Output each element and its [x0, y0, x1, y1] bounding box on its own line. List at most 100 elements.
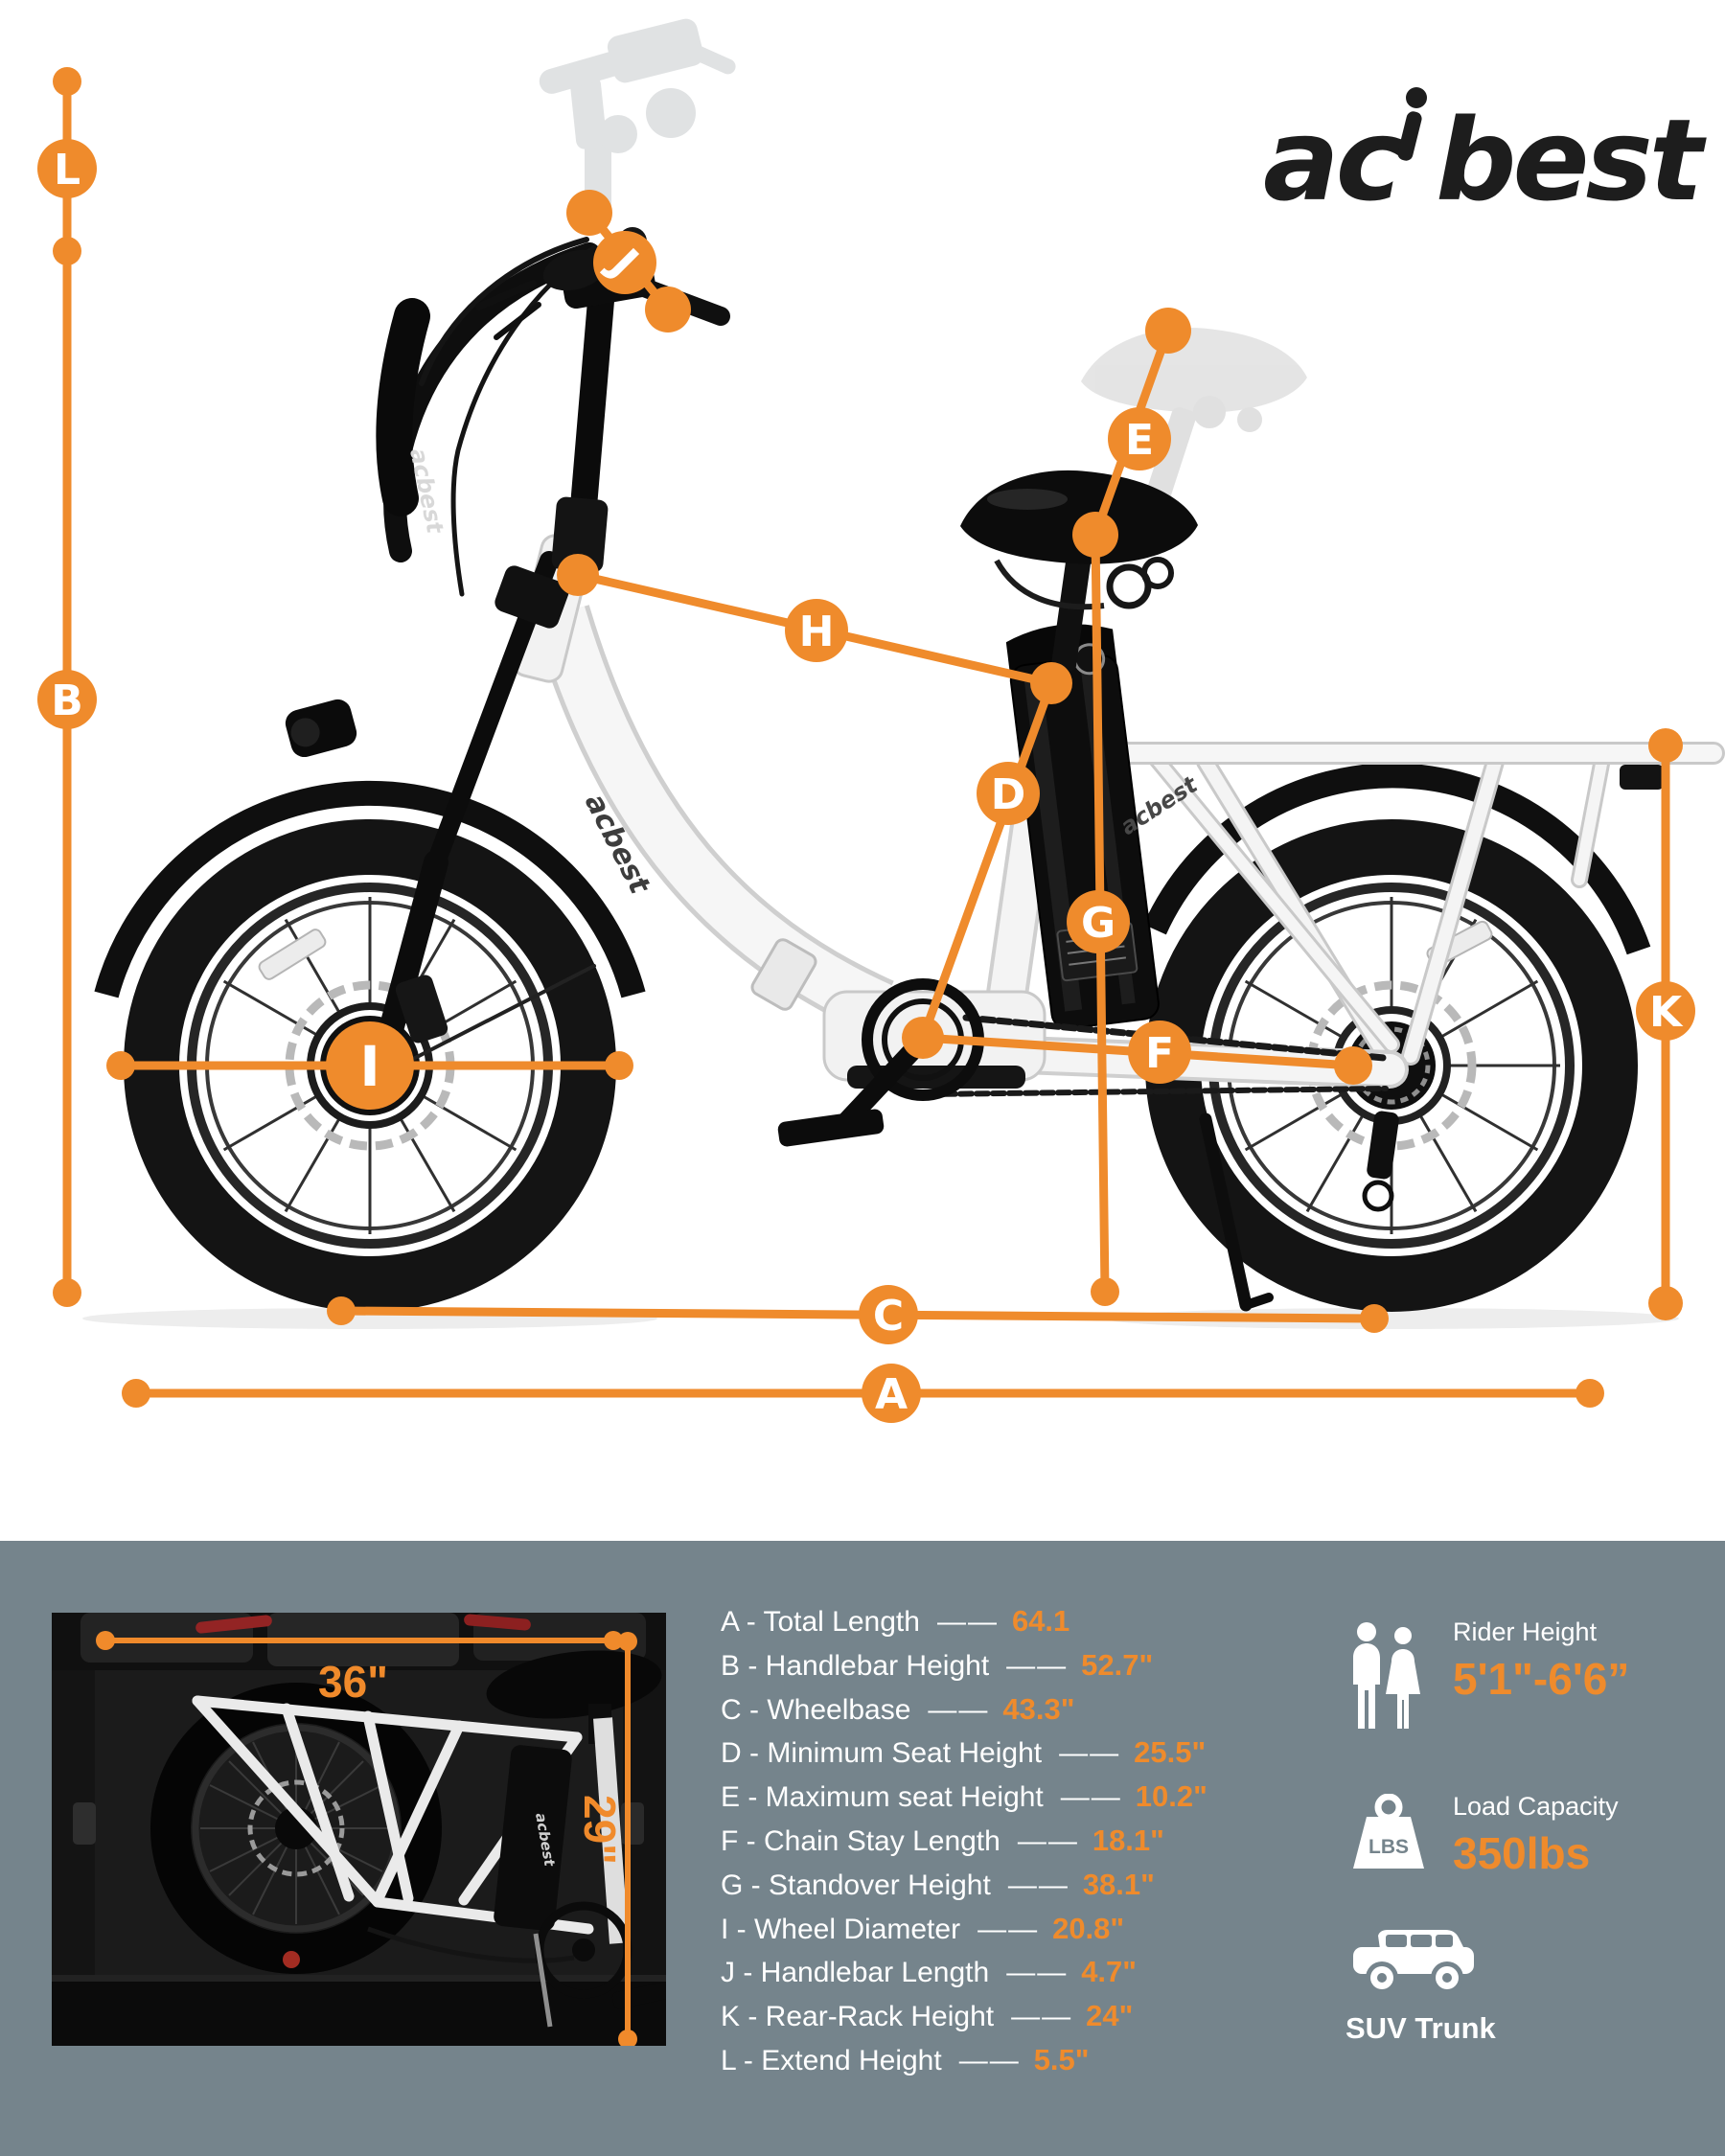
- spec-dash: ——: [936, 1606, 999, 1638]
- bike-dimension-diagram: acbest acbest acbest: [37, 18, 1725, 1423]
- brand-logo-part1: ac: [1263, 94, 1402, 226]
- spec-dash: ——: [1011, 2001, 1073, 2033]
- brand-logo: ac best: [1263, 87, 1712, 226]
- spec-value: 25.5": [1134, 1735, 1207, 1770]
- folded-width-label: 36": [318, 1657, 388, 1707]
- badge-A: A: [875, 1370, 908, 1419]
- folded-derailleur: [283, 1951, 300, 1968]
- spec-label: G - Standover Height: [721, 1869, 991, 1901]
- kickstand: [1199, 1112, 1253, 1312]
- brake-lever: [475, 280, 537, 310]
- spec-label: B - Handlebar Height: [721, 1649, 990, 1682]
- spec-dash: ——: [1006, 1957, 1069, 1989]
- front-brake-caliper: [395, 975, 448, 1044]
- spec-label: C - Wheelbase: [721, 1693, 911, 1726]
- trunk-red-strap: [196, 1615, 272, 1634]
- spec-row-k: K - Rear-Rack Height —— 24": [721, 1999, 1208, 2043]
- spec-label: D - Minimum Seat Height: [721, 1737, 1043, 1770]
- spec-value: 43.3": [1002, 1691, 1075, 1726]
- spec-list: A - Total Length —— 64.1 B - Handlebar Hei…: [721, 1604, 1208, 2087]
- rider-height-icon: [1353, 1622, 1420, 1729]
- taillight: [1620, 765, 1664, 790]
- badge-L: L: [54, 146, 80, 195]
- chain-bottom: [925, 1086, 1389, 1097]
- spec-label: I - Wheel Diameter: [721, 1913, 961, 1945]
- badge-H: H: [799, 608, 835, 656]
- spec-row-c: C - Wheelbase —— 43.3": [721, 1692, 1208, 1736]
- load-capacity-title: Load Capacity: [1453, 1792, 1619, 1821]
- badge-C: C: [873, 1292, 904, 1341]
- rider-height-block: Rider Height 5'1"-6'6”: [1346, 1617, 1630, 1729]
- spec-dash: ——: [1017, 1824, 1079, 1857]
- suv-trunk-label: SUV Trunk: [1346, 2011, 1496, 2045]
- load-capacity-block: LBS Load Capacity 350lbs: [1346, 1792, 1619, 1879]
- brand-logo-mark: [1406, 87, 1427, 108]
- measure-line-c: [336, 1306, 1379, 1323]
- folding-clamp: [551, 496, 609, 573]
- suv-trunk-block: SUV Trunk: [1346, 1928, 1496, 2046]
- front-reflector: [258, 929, 327, 980]
- load-capacity-value: 350lbs: [1453, 1828, 1591, 1878]
- spec-label: K - Rear-Rack Height: [721, 2001, 995, 2033]
- folded-frame-tube: [593, 1717, 629, 1944]
- spec-dash: ——: [978, 1913, 1040, 1945]
- folding-hinge: [750, 938, 817, 1011]
- spec-row-g: G - Standover Height —— 38.1": [721, 1868, 1208, 1912]
- spec-label: J - Handlebar Length: [721, 1957, 990, 1989]
- measure-badges: L B J H E D G F K C A I: [37, 139, 1695, 1423]
- spec-row-d: D - Minimum Seat Height —— 25.5": [721, 1735, 1208, 1779]
- rider-height-title: Rider Height: [1453, 1617, 1598, 1646]
- badge-G: G: [1081, 899, 1116, 948]
- brand-logo-part2: best: [1436, 94, 1708, 226]
- folded-bike-photo: acbest 36" 29": [52, 1613, 677, 2049]
- load-capacity-icon: LBS: [1353, 1794, 1424, 1869]
- folded-battery: [494, 1745, 572, 1931]
- folded-bike-svg: acbest 36" 29": [52, 1613, 677, 2049]
- pedal: [777, 1109, 885, 1147]
- spec-value: 5.5": [1033, 2042, 1090, 2076]
- rear-fender: [1143, 763, 1651, 955]
- folded-measure-lines: [103, 1638, 631, 2042]
- spec-value: 38.1": [1082, 1867, 1155, 1901]
- badge-E: E: [1125, 416, 1154, 465]
- badge-B: B: [51, 677, 83, 725]
- rear-disc-rotor: [1306, 980, 1477, 1151]
- folded-seat: [486, 1650, 662, 1719]
- headlight: [285, 699, 357, 758]
- spec-value: 24": [1086, 1999, 1134, 2033]
- spec-row-j: J - Handlebar Length —— 4.7": [721, 1955, 1208, 1999]
- spec-dash: ——: [1006, 1649, 1069, 1682]
- spec-value: 4.7": [1081, 1955, 1137, 1989]
- derailleur: [1367, 1111, 1399, 1180]
- rider-height-value: 5'1"-6'6”: [1453, 1654, 1630, 1704]
- badge-K: K: [1649, 988, 1684, 1037]
- seat: [960, 470, 1198, 672]
- badge-I: I: [359, 1034, 380, 1099]
- spec-row-l: L - Extend Height —— 5.5": [721, 2043, 1208, 2087]
- spec-value: 18.1": [1092, 1823, 1164, 1857]
- suv-trunk-icon: [1353, 1930, 1474, 1994]
- spec-row-a: A - Total Length —— 64.1: [721, 1604, 1208, 1648]
- spec-value: 52.7": [1081, 1647, 1154, 1682]
- spec-row-i: I - Wheel Diameter —— 20.8": [721, 1912, 1208, 1956]
- spec-dash: ——: [958, 2044, 1021, 2076]
- spec-value: 64.1: [1011, 1604, 1070, 1638]
- left-grip: [542, 249, 608, 291]
- badge-D: D: [991, 770, 1026, 819]
- spec-dash: ——: [1007, 1869, 1070, 1901]
- measure-dots: [53, 67, 1683, 1408]
- spec-dash: ——: [1060, 1781, 1122, 1814]
- spec-dash: ——: [1059, 1737, 1121, 1770]
- spec-dash: ——: [928, 1693, 990, 1726]
- spec-label: A - Total Length: [721, 1606, 920, 1638]
- spec-label: L - Extend Height: [721, 2044, 942, 2076]
- spec-value: 10.2": [1135, 1779, 1208, 1814]
- handlebar-stem: [376, 227, 730, 597]
- folded-bike: acbest: [150, 1650, 677, 2028]
- spec-value: 20.8": [1052, 1911, 1125, 1945]
- cable-sleeve: [376, 298, 430, 516]
- spec-row-f: F - Chain Stay Length——18.1": [721, 1823, 1208, 1868]
- measure-line-d: [918, 678, 1056, 1043]
- spec-panel: acbest 36" 29": [0, 1541, 1725, 2156]
